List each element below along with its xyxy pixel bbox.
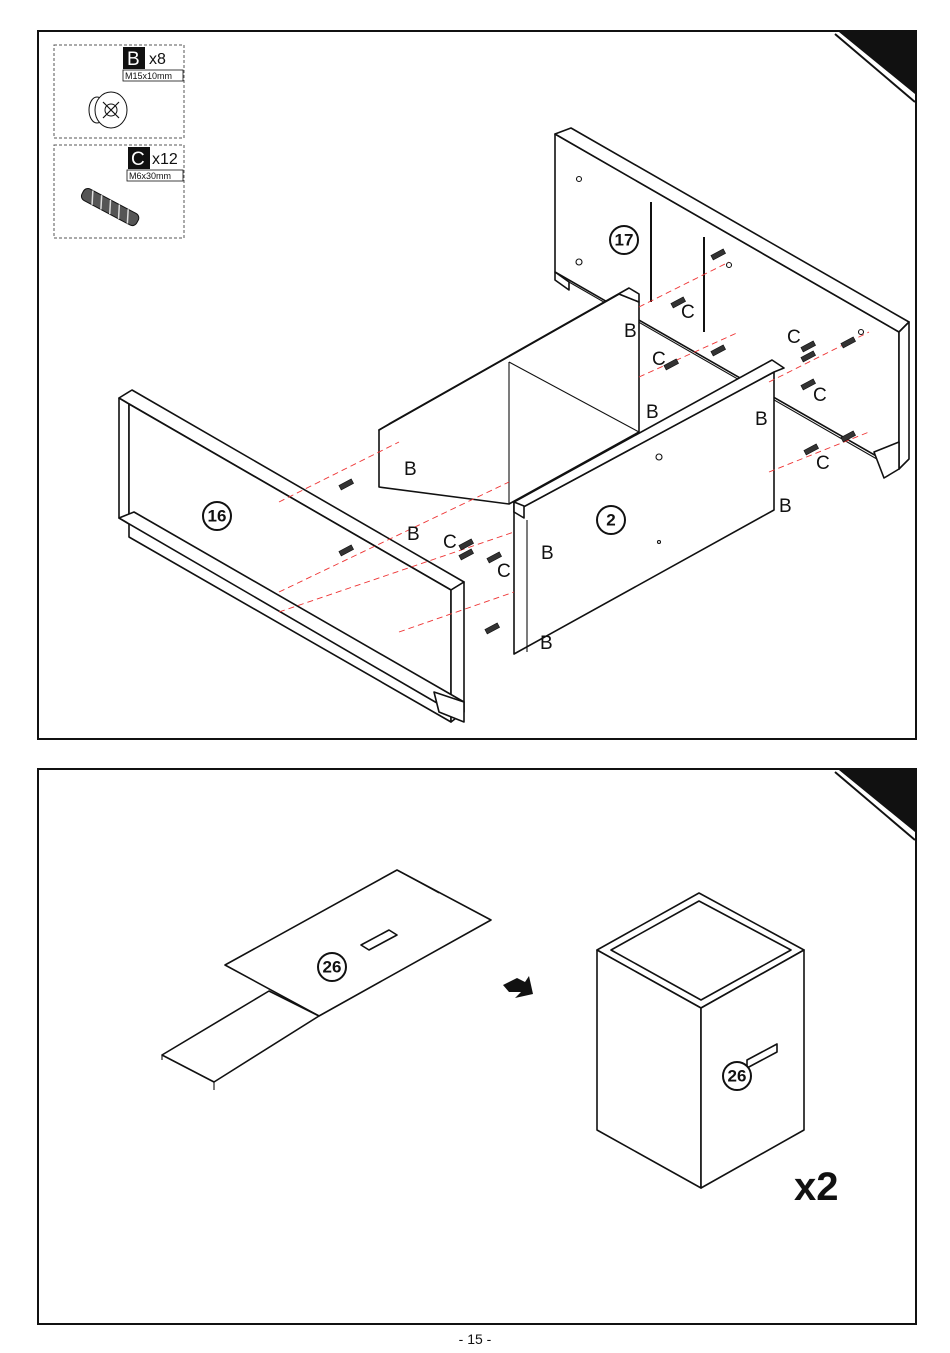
callout-c: C xyxy=(652,349,666,370)
callout-b: B xyxy=(624,321,637,342)
flat-box-blank: 26 xyxy=(162,870,491,1090)
part-26-flat-label: 26 xyxy=(323,958,342,977)
callout-b: B xyxy=(779,496,792,517)
callout-b: B xyxy=(755,409,768,430)
callout-c: C xyxy=(681,302,695,323)
callout-c: C xyxy=(443,532,457,553)
part-26-box-label: 26 xyxy=(728,1067,747,1086)
callout-b: B xyxy=(646,402,659,423)
hardware-c-qty: x12 xyxy=(152,151,178,168)
callout-b: B xyxy=(407,524,420,545)
hardware-b-box: B x8 M15x10mm xyxy=(54,45,184,138)
hardware-b-size: M15x10mm xyxy=(125,71,172,81)
callout-c: C xyxy=(787,327,801,348)
step-1-drawing: B x8 M15x10mm C x12 M6x30mm xyxy=(39,32,915,738)
cam-lock-icon xyxy=(89,92,127,128)
part-16-label: 16 xyxy=(208,507,227,526)
hardware-c-box: C x12 M6x30mm xyxy=(54,145,184,238)
callout-c: C xyxy=(497,561,511,582)
hardware-c-key: C xyxy=(131,149,145,170)
callout-b: B xyxy=(540,633,553,654)
step-2-panel: 26 26 x2 xyxy=(37,768,917,1325)
part-17-label: 17 xyxy=(615,231,634,250)
step-1-panel: B x8 M15x10mm C x12 M6x30mm xyxy=(37,30,917,740)
callout-c: C xyxy=(816,453,830,474)
corner-tab-icon xyxy=(835,32,915,102)
callout-b: B xyxy=(541,543,554,564)
callout-b: B xyxy=(404,459,417,480)
corner-tab-icon xyxy=(835,770,915,840)
step-2-drawing: 26 26 x2 xyxy=(39,770,915,1323)
hardware-b-key: B xyxy=(127,49,140,70)
hardware-b-qty: x8 xyxy=(149,51,166,68)
page-number: - 15 - xyxy=(0,1331,950,1347)
quantity-multiplier: x2 xyxy=(794,1165,839,1209)
hardware-c-size: M6x30mm xyxy=(129,171,171,181)
callout-c: C xyxy=(813,385,827,406)
assembled-box: 26 xyxy=(597,893,804,1188)
fold-arrow-icon xyxy=(503,976,533,998)
part-2-label: 2 xyxy=(606,511,615,530)
